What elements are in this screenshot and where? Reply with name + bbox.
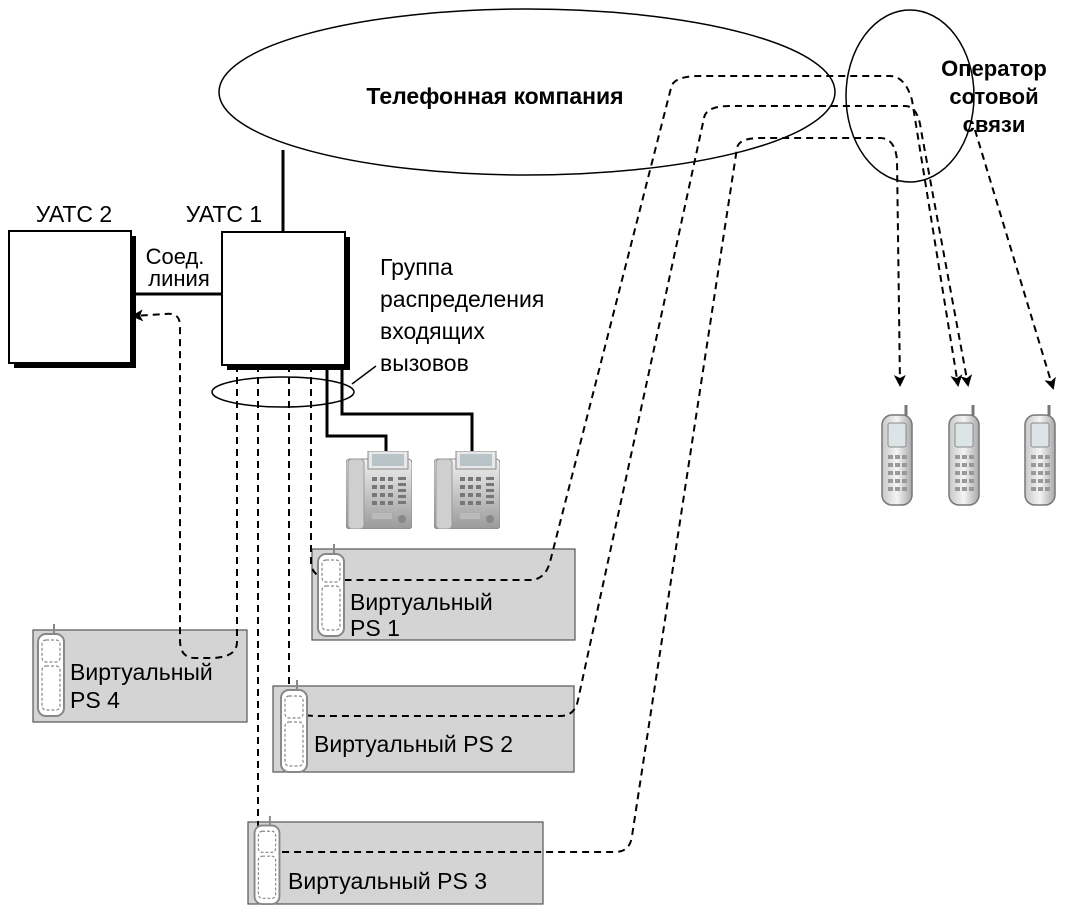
pbx1-box	[221, 231, 346, 366]
handset-icon	[253, 814, 281, 906]
cellular-label-line-1: Оператор	[941, 56, 1047, 81]
trunk-label-line-1: Соед.	[146, 244, 205, 269]
group-label-line-1: Группа	[380, 254, 453, 280]
deskphone1-line	[325, 365, 388, 455]
trunk-label-line-2: линия	[148, 266, 209, 291]
group-label-line-3: входящих	[380, 318, 485, 344]
group-label-line-4: вызовов	[380, 350, 469, 376]
virtual-ps4-box	[32, 629, 248, 723]
desk-phone-icon	[434, 451, 500, 529]
cellular-label-line-3: связи	[963, 112, 1026, 137]
virtual-ps1-box	[311, 548, 576, 641]
cellular-route-3	[974, 129, 1056, 390]
cellular-phone-icon	[1023, 403, 1057, 507]
deskphone2-line	[340, 365, 474, 455]
virtual-ps2-box	[272, 685, 575, 773]
cellular-phone-icon	[880, 403, 914, 507]
desk-phone-icon	[346, 451, 412, 529]
virtual-ps4-label-line-2: PS 4	[70, 687, 120, 713]
cellular-operator-cloud	[845, 9, 975, 183]
virtual-ps2-label: Виртуальный PS 2	[314, 731, 513, 757]
virtual-ps3-label: Виртуальный PS 3	[288, 868, 487, 894]
handset-icon	[280, 679, 308, 773]
virtual-ps4-label-line-1: Виртуальный	[70, 659, 213, 685]
ps2-route	[288, 105, 973, 717]
telephone-company-cloud	[218, 8, 836, 176]
handset-icon	[317, 543, 345, 637]
cellular-label-line-2: сотовой	[949, 84, 1038, 109]
virtual-ps1-label-line-1: Виртуальный	[350, 589, 493, 615]
telco-label: Телефонная компания	[366, 83, 623, 109]
group-label-line-2: распределения	[380, 286, 544, 312]
virtual-ps1-label-line-2: PS 1	[350, 615, 400, 641]
cellular-phone-icon	[947, 403, 981, 507]
pbx2-box	[8, 230, 132, 364]
pbx1-label: УАТС 1	[186, 201, 262, 227]
handset-icon	[37, 623, 65, 717]
virtual-ps3-box	[247, 821, 544, 905]
group-label-leader	[351, 365, 377, 385]
distribution-group-ellipse	[211, 376, 355, 408]
pbx2-label: УАТС 2	[36, 201, 112, 227]
ps4-route	[131, 309, 238, 659]
